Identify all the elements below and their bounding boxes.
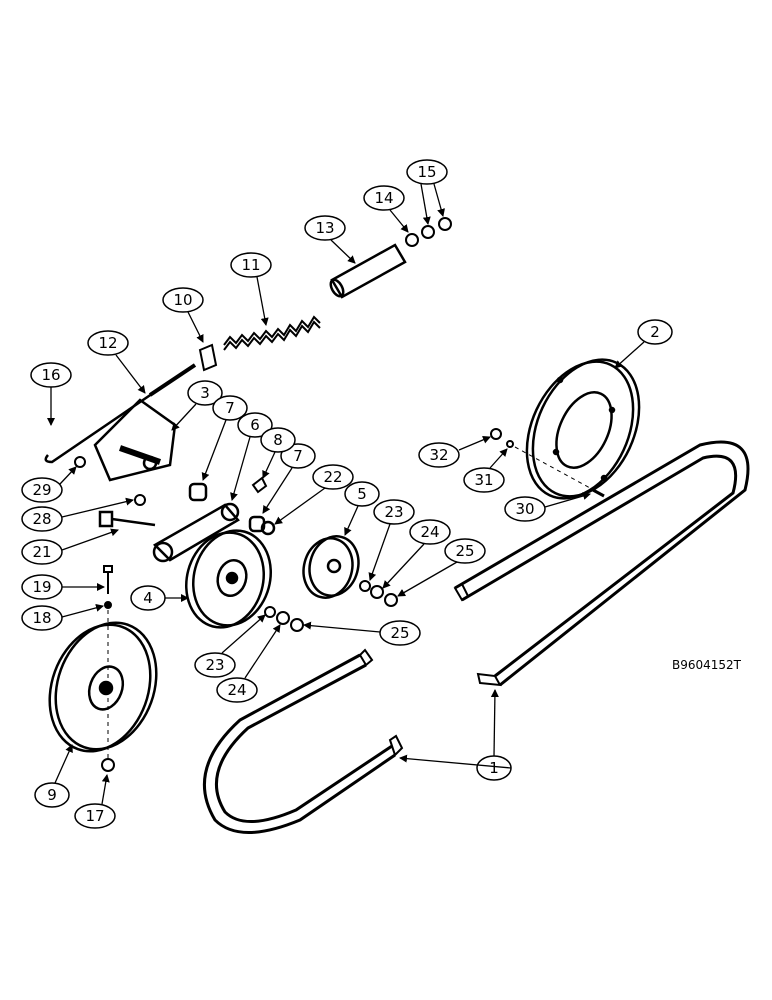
idler-pulley xyxy=(184,529,273,629)
callouts: 1 2 3 4 5 6 7 7 8 9 10 11 12 13 14 15 16… xyxy=(21,159,673,829)
callout-31: 31 xyxy=(463,467,505,493)
callout-12: 12 xyxy=(87,330,129,356)
callout-22: 22 xyxy=(312,464,354,490)
svg-text:9: 9 xyxy=(47,786,57,804)
svg-text:29: 29 xyxy=(32,481,51,499)
svg-text:7: 7 xyxy=(293,447,303,465)
rod-nuts xyxy=(405,217,452,247)
grease-fitting xyxy=(251,476,268,494)
svg-text:30: 30 xyxy=(515,500,534,518)
svg-text:24: 24 xyxy=(227,681,246,699)
callout-24b: 24 xyxy=(216,677,258,703)
svg-text:31: 31 xyxy=(474,471,493,489)
sheave-hardware xyxy=(490,428,605,498)
svg-text:19: 19 xyxy=(32,578,51,596)
callout-25b: 25 xyxy=(379,620,421,646)
svg-text:25: 25 xyxy=(455,542,474,560)
svg-text:5: 5 xyxy=(357,485,367,503)
callout-24a: 24 xyxy=(409,519,451,545)
pivot-bolt xyxy=(98,510,156,528)
tension-spring xyxy=(223,315,321,351)
idler-nuts-left xyxy=(264,606,304,632)
callout-16: 16 xyxy=(30,362,72,388)
callout-28: 28 xyxy=(21,506,63,532)
spring-tube xyxy=(329,243,407,299)
callout-11: 11 xyxy=(230,252,272,278)
bushings xyxy=(188,482,276,536)
svg-text:14: 14 xyxy=(374,189,393,207)
callout-14: 14 xyxy=(363,185,405,211)
svg-text:24: 24 xyxy=(420,523,439,541)
svg-text:2: 2 xyxy=(650,323,660,341)
callout-10: 10 xyxy=(162,287,204,313)
svg-text:3: 3 xyxy=(200,384,210,402)
callout-13: 13 xyxy=(304,215,346,241)
svg-text:8: 8 xyxy=(273,431,283,449)
svg-text:15: 15 xyxy=(417,163,436,181)
drive-sheave xyxy=(48,621,158,753)
spring-anchor xyxy=(198,343,218,372)
callout-4: 4 xyxy=(130,585,166,611)
svg-text:16: 16 xyxy=(41,366,60,384)
svg-text:1: 1 xyxy=(489,759,499,777)
svg-text:11: 11 xyxy=(241,256,260,274)
callout-30: 30 xyxy=(504,496,546,522)
svg-text:10: 10 xyxy=(173,291,192,309)
callout-19: 19 xyxy=(21,574,63,600)
callout-25a: 25 xyxy=(444,538,486,564)
sheave-bolt xyxy=(103,565,113,760)
svg-text:7: 7 xyxy=(225,399,235,417)
idler-arm xyxy=(152,502,240,563)
svg-text:4: 4 xyxy=(143,589,153,607)
idler-nuts-right xyxy=(359,580,398,607)
callout-7b: 7 xyxy=(280,443,316,469)
svg-text:6: 6 xyxy=(250,416,260,434)
mounting-bracket xyxy=(93,398,177,482)
large-sheave xyxy=(525,358,641,500)
small-idler xyxy=(302,535,360,599)
svg-text:17: 17 xyxy=(85,807,104,825)
callout-23a: 23 xyxy=(373,499,415,525)
svg-text:23: 23 xyxy=(205,656,224,674)
v-belt xyxy=(202,440,750,834)
leader-lines xyxy=(47,183,645,805)
callout-5: 5 xyxy=(344,481,380,507)
svg-text:18: 18 xyxy=(32,609,51,627)
svg-text:21: 21 xyxy=(32,543,51,561)
callout-3: 3 xyxy=(187,380,223,406)
callout-32: 32 xyxy=(418,442,460,468)
callout-8: 8 xyxy=(260,427,296,453)
callout-2: 2 xyxy=(637,319,673,345)
callout-17: 17 xyxy=(74,803,116,829)
callout-21: 21 xyxy=(21,539,63,565)
callout-9: 9 xyxy=(34,782,70,808)
svg-text:22: 22 xyxy=(323,468,342,486)
callout-18: 18 xyxy=(21,605,63,631)
svg-text:32: 32 xyxy=(429,446,448,464)
callout-6: 6 xyxy=(237,412,273,438)
tension-rod xyxy=(44,363,197,464)
callout-29: 29 xyxy=(21,477,63,503)
callout-23b: 23 xyxy=(194,652,236,678)
callout-15: 15 xyxy=(406,159,448,185)
svg-text:25: 25 xyxy=(390,624,409,642)
drawing-code: B9604152T xyxy=(672,658,742,672)
svg-text:28: 28 xyxy=(32,510,51,528)
svg-text:12: 12 xyxy=(98,334,117,352)
svg-text:13: 13 xyxy=(315,219,334,237)
sheave-nut xyxy=(101,758,115,772)
bracket-bolt xyxy=(74,456,146,506)
svg-text:23: 23 xyxy=(384,503,403,521)
callout-7a: 7 xyxy=(212,395,248,421)
